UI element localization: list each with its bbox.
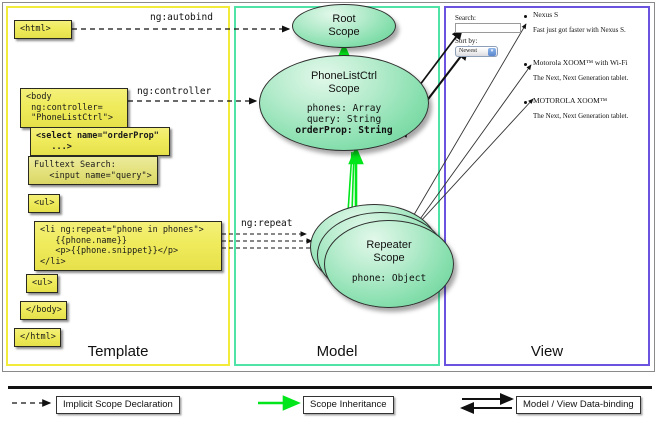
code-box-body-open: <body ng:controller= "PhoneListCtrl"> bbox=[20, 88, 128, 128]
scope-root-title-1: Root bbox=[332, 13, 356, 25]
code-box-search-input: Fulltext Search: <input name="query"> bbox=[28, 156, 158, 185]
view-search-label: Search: bbox=[455, 14, 476, 22]
code-box-body-close: </body> bbox=[20, 301, 67, 320]
legend-item-model-view-data-binding: Model / View Data-binding bbox=[516, 396, 641, 414]
code-box-html-close: </html> bbox=[14, 328, 61, 347]
list-bullet bbox=[524, 63, 527, 66]
code-box-html-open: <html> bbox=[14, 20, 72, 39]
sort-select-value: Newest bbox=[459, 48, 477, 54]
phone-name: Motorola XOOM™ with Wi-Fi bbox=[533, 58, 628, 67]
scope-root: Root Scope bbox=[292, 4, 396, 48]
phone-snippet: The Next, Next Generation tablet. bbox=[533, 112, 629, 120]
scope-repeater: Repeater Scope phone: Object bbox=[324, 220, 454, 308]
chevron-down-icon[interactable]: ▾ bbox=[488, 48, 496, 56]
scope-prop-orderprop: orderProp: String bbox=[295, 125, 393, 136]
phone-name: MOTOROLA XOOM™ bbox=[533, 96, 608, 105]
view-sort-label: Sort by: bbox=[455, 37, 478, 45]
scope-prop-phone: phone: Object bbox=[351, 273, 427, 284]
legend-item-scope-inheritance: Scope Inheritance bbox=[303, 396, 394, 414]
code-box-select: <select name="orderProp" ...> bbox=[30, 127, 170, 156]
edge-label-ng-autobind: ng:autobind bbox=[150, 12, 213, 23]
search-input[interactable] bbox=[455, 23, 521, 33]
sort-select[interactable]: Newest ▾ bbox=[455, 46, 498, 57]
scope-root-title-2: Scope bbox=[328, 26, 360, 38]
scope-prop-query: query: String bbox=[306, 114, 382, 125]
phone-snippet: Fast just got faster with Nexus S. bbox=[533, 26, 626, 34]
scope-repeater-title-1: Repeater bbox=[366, 239, 412, 251]
list-bullet bbox=[524, 15, 527, 18]
scope-repeater-title-2: Scope bbox=[373, 252, 405, 264]
phone-snippet: The Next, Next Generation tablet. bbox=[533, 74, 629, 82]
legend-item-implicit-scope-declaration: Implicit Scope Declaration bbox=[56, 396, 180, 414]
scope-prop-phones: phones: Array bbox=[306, 103, 382, 114]
edge-label-ng-controller: ng:controller bbox=[137, 86, 212, 97]
code-box-ul-open: <ul> bbox=[28, 194, 60, 213]
legend-divider bbox=[8, 386, 652, 389]
column-label-template: Template bbox=[87, 343, 149, 360]
scope-phonelistctrl-title-1: PhoneListCtrl bbox=[310, 70, 378, 82]
column-label-view: View bbox=[530, 343, 564, 360]
scope-phonelistctrl: PhoneListCtrl Scope phones: Array query:… bbox=[259, 55, 429, 151]
edge-label-ng-repeat: ng:repeat bbox=[241, 218, 293, 229]
column-label-model: Model bbox=[316, 343, 358, 360]
code-box-li-repeat: <li ng:repeat="phone in phones"> {{phone… bbox=[34, 221, 222, 271]
phone-name: Nexus S bbox=[533, 10, 559, 19]
code-box-ul-close: <ul> bbox=[26, 274, 58, 293]
list-bullet bbox=[524, 101, 527, 104]
scope-phonelistctrl-title-2: Scope bbox=[328, 83, 360, 95]
